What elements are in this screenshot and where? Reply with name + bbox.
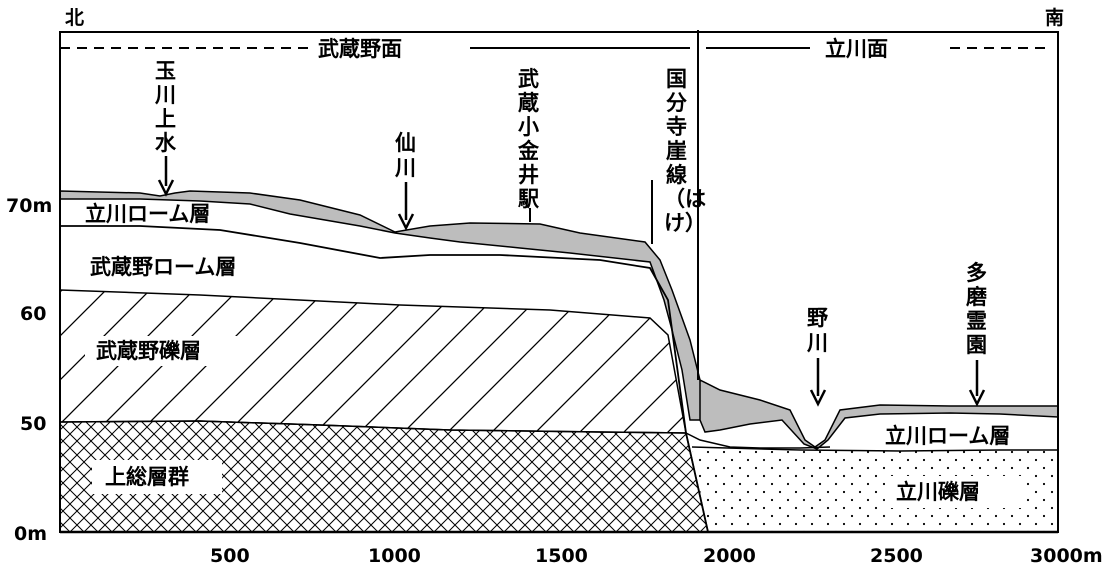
svg-text:（は: （は: [664, 187, 706, 211]
svg-text:霊: 霊: [966, 309, 987, 333]
svg-text:分: 分: [666, 91, 687, 115]
tachikawa-loam-upper-label: 立川ローム層: [85, 202, 210, 226]
svg-text:玉: 玉: [155, 59, 176, 83]
svg-text:寺: 寺: [666, 115, 687, 139]
x-tick-500: 500: [210, 545, 250, 567]
x-tick-2500: 2500: [870, 545, 923, 567]
musashi-koganei-label: 武 蔵 小 金 井 駅: [517, 67, 540, 211]
nogawa-label: 野 川: [806, 306, 828, 355]
tachikawa-loam-lower-label: 立川ローム層: [885, 424, 1010, 448]
tama-cemetery-label: 多 磨 霊 園: [966, 261, 987, 357]
senkawa-label: 仙 川: [394, 131, 416, 180]
tachikawa-gravel-label: 立川礫層: [896, 480, 980, 504]
svg-text:駅: 駅: [518, 187, 540, 211]
kazusa-group-label: 上総層群: [105, 465, 189, 489]
svg-text:小: 小: [518, 115, 539, 139]
x-tick-2000: 2000: [703, 545, 756, 567]
y-tick-50: 50: [20, 413, 46, 435]
svg-text:線: 線: [666, 163, 687, 187]
svg-text:崖: 崖: [666, 139, 687, 163]
svg-text:国: 国: [666, 67, 687, 91]
tachikawa-surface-label: 立川面: [825, 37, 888, 61]
svg-text:園: 園: [966, 333, 987, 357]
svg-text:仙: 仙: [395, 131, 416, 155]
svg-text:野: 野: [807, 306, 828, 330]
y-tick-0: 0m: [14, 523, 47, 545]
kokubunji-cliff-line-label: 国 分 寺 崖 線 （は け）: [664, 67, 706, 235]
svg-text:水: 水: [155, 131, 177, 155]
svg-text:川: 川: [806, 331, 828, 355]
svg-text:上: 上: [155, 107, 176, 131]
svg-text:磨: 磨: [966, 285, 987, 309]
y-tick-70: 70m: [6, 195, 52, 217]
tamagawa-josui-label: 玉 川 上 水: [154, 59, 177, 155]
svg-text:武: 武: [518, 67, 539, 91]
x-tick-1500: 1500: [535, 545, 588, 567]
musashino-surface-label: 武蔵野面: [318, 37, 402, 61]
north-label: 北: [65, 7, 84, 29]
x-tick-1000: 1000: [368, 545, 421, 567]
musashino-gravel-label: 武蔵野礫層: [96, 339, 201, 363]
svg-text:多: 多: [966, 261, 987, 285]
x-tick-3000: 3000m: [1030, 545, 1103, 567]
y-tick-60: 60: [20, 303, 46, 325]
south-label: 南: [1045, 7, 1064, 29]
svg-text:川: 川: [154, 83, 176, 107]
svg-text:川: 川: [394, 156, 416, 180]
svg-text:蔵: 蔵: [518, 91, 539, 115]
musashino-loam-label: 武蔵野ローム層: [90, 255, 236, 279]
svg-text:金: 金: [517, 139, 540, 163]
svg-text:け）: け）: [664, 211, 706, 235]
tachikawa-gravel-layer: [692, 447, 1058, 532]
svg-text:井: 井: [518, 163, 539, 187]
surface-soil-lower: [699, 378, 1059, 450]
